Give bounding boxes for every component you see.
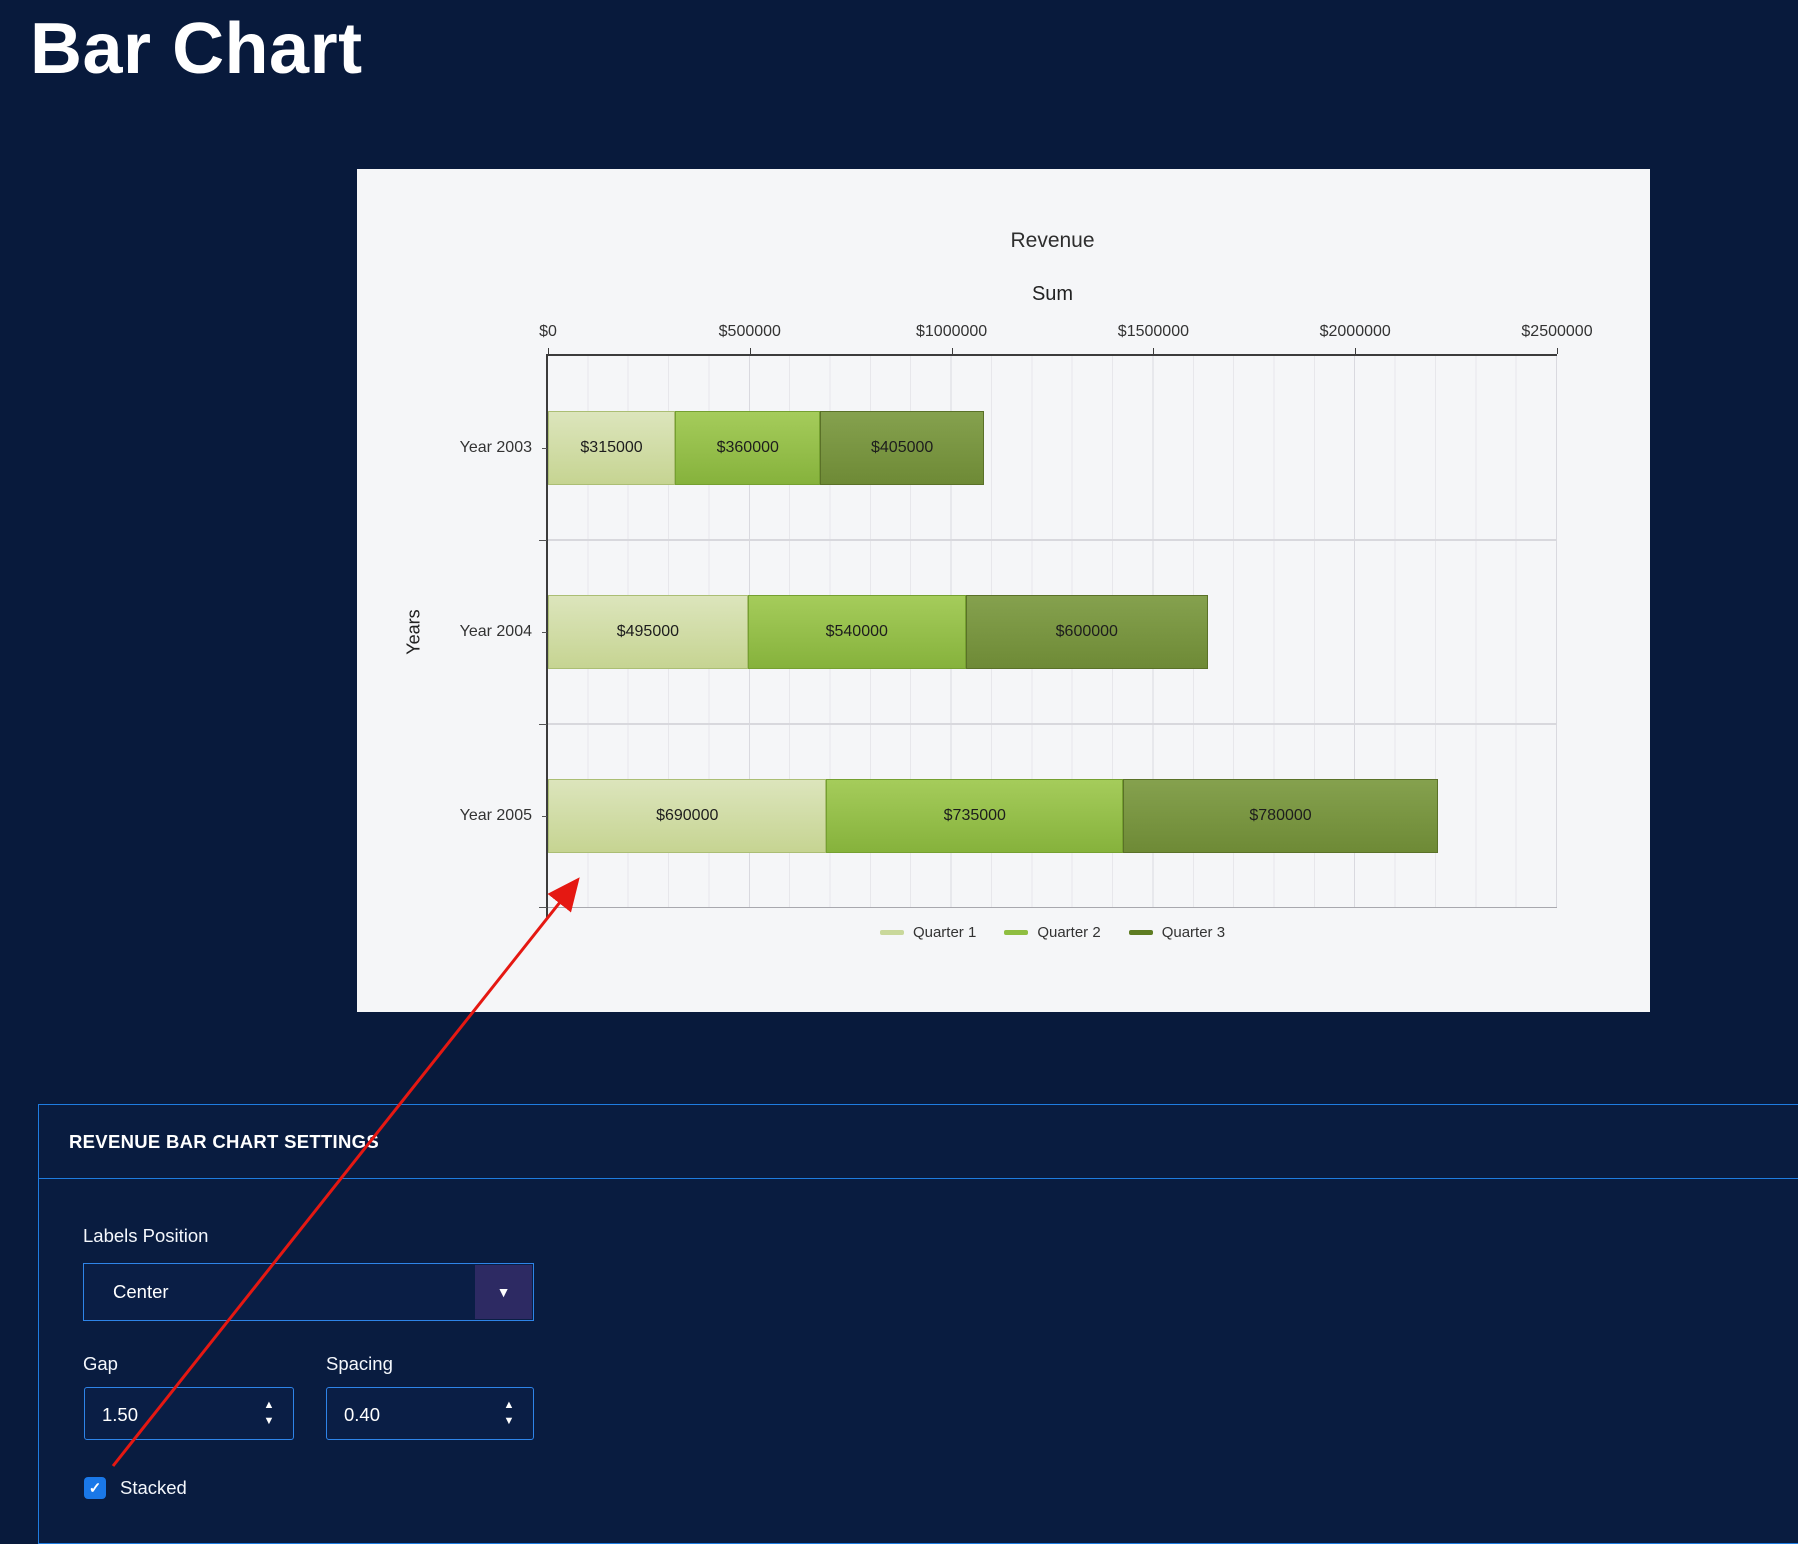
bar-segment-quarter-3[interactable]: $600000 (965, 595, 1208, 669)
x-axis-tick (951, 348, 953, 354)
gap-spinner: ▲ ▼ (259, 1388, 279, 1439)
bar-value-label: $315000 (580, 439, 643, 456)
settings-header-title: REVENUE BAR CHART SETTINGS (69, 1130, 379, 1152)
legend-swatch (879, 929, 904, 935)
y-axis-tick (542, 816, 547, 817)
bar-segment-quarter-3[interactable]: $780000 (1123, 779, 1438, 853)
legend: Quarter 1 Quarter 2 Quarter 3 (548, 919, 1557, 945)
bar-value-label: $360000 (716, 439, 779, 456)
x-axis-title: Sum (1031, 283, 1074, 305)
bar-value-label: $495000 (616, 623, 680, 640)
chart-panel: Revenue Sum $0 $500000 $1000000 $1500000 $20… (357, 169, 1650, 1012)
legend-swatch (1128, 929, 1153, 935)
gap-label: Gap (83, 1353, 118, 1374)
gap-input-wrap: ▲ ▼ (84, 1387, 294, 1441)
row-boundary-line (548, 539, 1557, 541)
labels-position-value: Center (113, 1281, 169, 1302)
legend-item-quarter-3[interactable]: Quarter 3 (1128, 923, 1226, 941)
y-axis-tick (539, 907, 547, 908)
labels-position-select[interactable]: Center ▼ (83, 1263, 534, 1321)
gap-input[interactable] (100, 1388, 234, 1441)
spinner-down-icon[interactable]: ▼ (263, 1415, 275, 1427)
x-tick-label: $500000 (718, 323, 781, 340)
bar-segment-quarter-2[interactable]: $540000 (747, 595, 966, 669)
y-axis-title: Years (403, 609, 424, 655)
x-axis-tick (749, 348, 751, 354)
y-axis-line (546, 354, 548, 918)
row-boundary-line (548, 723, 1557, 725)
legend-item-quarter-2[interactable]: Quarter 2 (1004, 923, 1101, 941)
x-axis-tick (548, 348, 549, 354)
x-axis-tick (1557, 348, 1558, 354)
y-axis-tick (539, 724, 547, 725)
plot-bottom-line (548, 907, 1557, 908)
x-tick-label: $1000000 (916, 323, 988, 340)
legend-item-quarter-1[interactable]: Quarter 1 (879, 923, 977, 941)
page-title: Bar Chart (30, 9, 363, 89)
x-tick-label: $0 (539, 323, 557, 340)
category-label: Year 2004 (459, 623, 532, 640)
category-label: Year 2003 (459, 439, 532, 456)
bar-segment-quarter-1[interactable]: $495000 (548, 595, 748, 669)
bar-segment-quarter-1[interactable]: $315000 (548, 411, 676, 485)
y-axis-tick (539, 540, 547, 541)
chevron-down-icon[interactable]: ▼ (475, 1265, 532, 1319)
legend-swatch (1004, 929, 1029, 935)
chart-title: Revenue (1010, 229, 1095, 252)
bar-segment-quarter-1[interactable]: $690000 (548, 779, 827, 853)
bar-segment-quarter-2[interactable]: $735000 (826, 779, 1124, 853)
spinner-up-icon[interactable]: ▲ (263, 1399, 275, 1411)
spinner-down-icon[interactable]: ▼ (503, 1415, 515, 1427)
stacked-label: Stacked (120, 1477, 187, 1498)
bar-value-label: $405000 (871, 439, 934, 456)
bar-value-label: $540000 (825, 623, 888, 640)
spacing-spinner: ▲ ▼ (499, 1388, 519, 1439)
y-axis-tick (542, 448, 547, 449)
settings-card: REVENUE BAR CHART SETTINGS Labels Positi… (38, 1104, 1798, 1544)
x-axis-tick (1153, 348, 1155, 354)
spinner-up-icon[interactable]: ▲ (503, 1399, 515, 1411)
x-axis-tick (1355, 348, 1357, 354)
spacing-input-wrap: ▲ ▼ (326, 1387, 534, 1441)
stacked-checkbox-row: ✓ Stacked (84, 1477, 187, 1499)
bar-value-label: $780000 (1249, 807, 1312, 824)
x-tick-label: $2000000 (1319, 323, 1391, 340)
x-tick-label: $2500000 (1521, 323, 1593, 340)
labels-position-label: Labels Position (83, 1225, 209, 1246)
bar-segment-quarter-2[interactable]: $360000 (675, 411, 821, 485)
x-tick-label: $1500000 (1117, 323, 1189, 340)
x-axis-tick-labels: $0 $500000 $1000000 $1500000 $2000000 $250000… (539, 323, 1592, 345)
category-label: Year 2005 (459, 807, 532, 824)
bar-value-label: $735000 (943, 807, 1006, 824)
plot-area: $315000 $360000 $405000 $495000 $540000 $6000… (539, 348, 1558, 918)
stacked-checkbox[interactable]: ✓ (84, 1477, 106, 1499)
y-axis-tick (542, 632, 547, 633)
legend-label: Quarter 2 (1037, 923, 1101, 941)
bar-value-label: $600000 (1055, 623, 1118, 640)
bar-segment-quarter-3[interactable]: $405000 (820, 411, 984, 485)
spacing-input[interactable] (342, 1388, 476, 1441)
spacing-label: Spacing (326, 1353, 393, 1374)
legend-label: Quarter 3 (1161, 923, 1226, 941)
legend-label: Quarter 1 (912, 923, 977, 941)
settings-header: REVENUE BAR CHART SETTINGS (39, 1105, 1798, 1179)
bar-value-label: $690000 (656, 807, 719, 824)
x-axis-line (548, 354, 1557, 356)
